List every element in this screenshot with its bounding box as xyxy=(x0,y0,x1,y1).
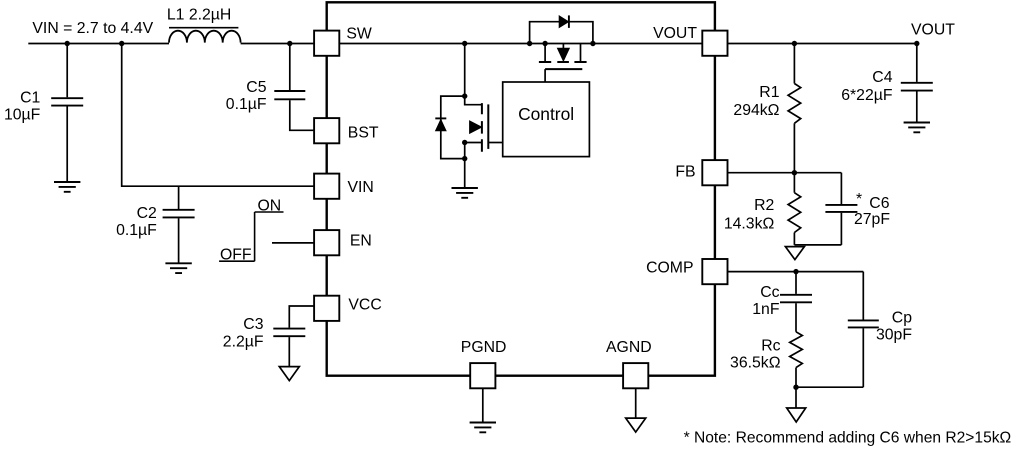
svg-text:SW: SW xyxy=(346,25,372,42)
svg-text:0.1µF: 0.1µF xyxy=(226,96,267,113)
svg-text:R1: R1 xyxy=(759,84,779,101)
svg-text:30pF: 30pF xyxy=(876,327,912,344)
svg-text:VOUT: VOUT xyxy=(911,22,955,39)
svg-text:AGND: AGND xyxy=(606,339,652,356)
svg-text:C1: C1 xyxy=(20,89,40,106)
svg-text:0.1µF: 0.1µF xyxy=(116,222,157,239)
svg-text:COMP: COMP xyxy=(646,259,693,276)
svg-text:* Note: Recommend adding C6 wh: * Note: Recommend adding C6 when R2>15kΩ xyxy=(684,430,1012,447)
svg-text:Control: Control xyxy=(518,104,574,124)
svg-text:14.3kΩ: 14.3kΩ xyxy=(724,216,775,233)
svg-text:PGND: PGND xyxy=(461,339,507,356)
svg-text:R2: R2 xyxy=(754,197,774,214)
svg-text:VOUT: VOUT xyxy=(653,25,697,42)
svg-text:10µF: 10µF xyxy=(4,106,41,123)
svg-text:C6: C6 xyxy=(869,195,889,212)
svg-text:VIN = 2.7 to 4.4V: VIN = 2.7 to 4.4V xyxy=(32,20,153,37)
svg-text:1nF: 1nF xyxy=(752,301,780,318)
svg-text:6*22µF: 6*22µF xyxy=(841,87,893,104)
svg-text:VIN: VIN xyxy=(348,179,374,196)
svg-text:C4: C4 xyxy=(872,69,892,86)
svg-text:ON: ON xyxy=(258,197,282,214)
svg-text:VCC: VCC xyxy=(348,296,381,313)
svg-text:C3: C3 xyxy=(243,316,263,333)
svg-text:L1 2.2µH: L1 2.2µH xyxy=(167,6,231,23)
svg-text:BST: BST xyxy=(348,125,379,142)
svg-text:Cp: Cp xyxy=(892,309,912,326)
svg-text:OFF: OFF xyxy=(220,247,252,264)
svg-text:294kΩ: 294kΩ xyxy=(733,102,779,119)
svg-text:*: * xyxy=(856,191,862,208)
svg-text:2.2µF: 2.2µF xyxy=(223,334,264,351)
svg-text:FB: FB xyxy=(675,164,695,181)
svg-text:Cc: Cc xyxy=(760,284,779,301)
svg-text:Rc: Rc xyxy=(761,338,780,355)
svg-text:27pF: 27pF xyxy=(854,211,890,228)
svg-text:C5: C5 xyxy=(246,79,266,96)
svg-text:36.5kΩ: 36.5kΩ xyxy=(730,354,781,371)
svg-text:EN: EN xyxy=(350,232,372,249)
svg-text:C2: C2 xyxy=(137,205,157,222)
